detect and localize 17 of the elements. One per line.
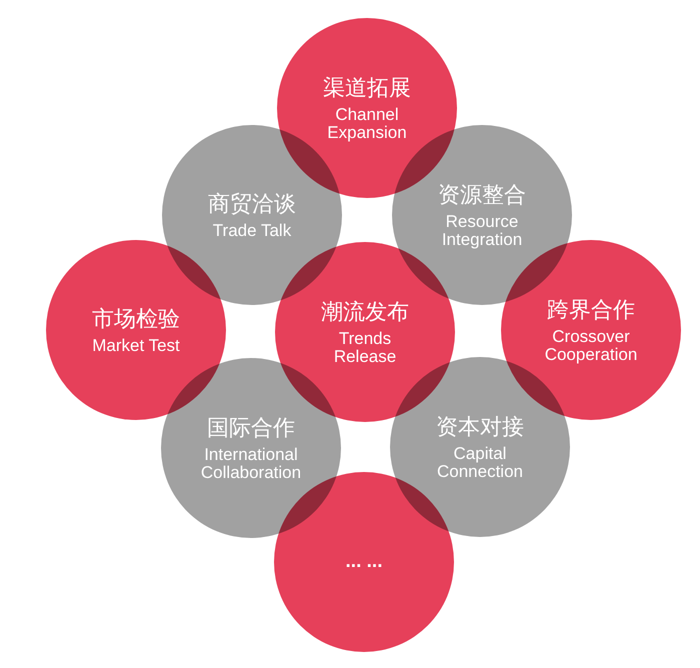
circle-subtitle: Trends Release <box>332 330 398 366</box>
circle-title: 国际合作 <box>207 414 295 440</box>
circle-subtitle: Channel Expansion <box>326 106 408 142</box>
circle-subtitle: Market Test <box>92 336 180 354</box>
circle-title: 渠道拓展 <box>323 74 411 100</box>
circle-title: ... ... <box>346 551 382 573</box>
circle-subtitle: Resource Integration <box>440 212 524 248</box>
circle-title: 商贸洽谈 <box>208 190 296 216</box>
circle-title: 跨界合作 <box>547 296 635 322</box>
circle-subtitle: Trade Talk <box>212 222 292 240</box>
circle-subtitle: Capital Connection <box>436 444 524 480</box>
circle-subtitle: International Collaboration <box>200 446 302 482</box>
circle-title: 资源整合 <box>438 182 526 208</box>
circle-title: 市场检验 <box>92 306 180 332</box>
circle-title: 潮流发布 <box>321 298 409 324</box>
circle-title: 资本对接 <box>436 414 524 440</box>
circle-subtitle: Crossover Cooperation <box>544 328 638 364</box>
